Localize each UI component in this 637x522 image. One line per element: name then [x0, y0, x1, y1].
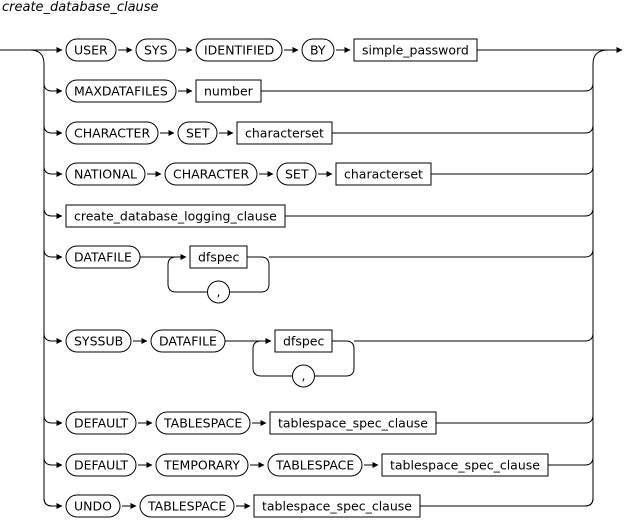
keyword-maxdatafiles-box [65, 79, 177, 103]
keyword-set-label: SET [186, 126, 210, 141]
param-dfspec-label: dfspec [283, 334, 324, 349]
keyword-default-label: DEFAULT [74, 416, 129, 431]
branch-out-5 [269, 248, 594, 258]
keyword-datafile-label: DATAFILE [159, 334, 217, 349]
keyword-maxdatafiles-label: MAXDATAFILES [74, 84, 168, 99]
keyword-identified-label: IDENTIFIED [204, 43, 274, 58]
branch-out-9 [420, 497, 594, 507]
keyword-syssub-box [65, 329, 132, 353]
keyword-sys-box [135, 38, 177, 62]
param-characterset-box [236, 121, 333, 145]
keyword-character-box [164, 162, 258, 186]
keyword-tablespace-label: TABLESPACE [275, 458, 354, 473]
param-number-label: number [204, 84, 254, 99]
separator-comma-box [292, 364, 315, 388]
keyword-character-label: CHARACTER [173, 167, 249, 182]
keyword-user-box [65, 38, 117, 62]
keyword-by-label: BY [310, 43, 326, 58]
param-simple-password-label: simple_password [362, 43, 469, 58]
loop-back-left [252, 340, 293, 377]
keyword-set-label: SET [285, 167, 309, 182]
param-create-database-logging-clause-label: create_database_logging_clause [74, 209, 277, 224]
separator-comma: , [302, 368, 306, 383]
branch-in-8 [43, 456, 63, 468]
loop-back-right [229, 256, 270, 293]
param-characterset-label: characterset [245, 126, 324, 141]
keyword-datafile-box [150, 329, 226, 353]
right-rail [584, 49, 609, 507]
param-tablespace-spec-clause-box [269, 411, 437, 435]
param-tablespace-spec-clause-label: tablespace_spec_clause [278, 416, 428, 431]
keyword-default-box [65, 411, 137, 435]
param-dfspec-box [189, 245, 248, 269]
param-dfspec-box [274, 329, 333, 353]
keyword-undo-label: UNDO [74, 499, 112, 514]
keyword-tablespace-box [139, 494, 235, 518]
branch-out-6 [354, 332, 594, 342]
branch-in-5 [43, 248, 63, 260]
branch-out-3 [431, 165, 594, 175]
branch-in-2 [43, 124, 63, 136]
param-tablespace-spec-clause-label: tablespace_spec_clause [390, 458, 540, 473]
separator-comma: , [217, 284, 221, 299]
keyword-national-box [65, 162, 146, 186]
branch-in-3 [43, 165, 63, 177]
param-simple-password-box [353, 38, 478, 62]
keyword-user-label: USER [74, 43, 108, 58]
keyword-tablespace-label: TABLESPACE [147, 499, 226, 514]
keyword-set-box [177, 121, 218, 145]
separator-comma-box [207, 280, 230, 304]
keyword-default-box [65, 453, 137, 477]
keyword-character-box [65, 121, 159, 145]
diagram-title: create_database_clause [2, 0, 159, 15]
param-number-box [195, 79, 262, 103]
keyword-syssub-label: SYSSUB [74, 334, 123, 349]
branch-in-6 [43, 332, 63, 344]
keyword-default-label: DEFAULT [74, 458, 129, 473]
keyword-temporary-label: TEMPORARY [163, 458, 240, 473]
param-characterset-box [335, 162, 432, 186]
branch-out-8 [548, 456, 594, 466]
branch-out-7 [436, 414, 594, 424]
keyword-set-box [276, 162, 317, 186]
branch-out-4 [285, 207, 594, 217]
branch-in-4 [43, 207, 63, 219]
rail-lines [0, 47, 623, 509]
keyword-tablespace-box [267, 453, 363, 477]
branch-in-9 [43, 497, 63, 509]
keyword-datafile-label: DATAFILE [74, 250, 132, 265]
param-dfspec-label: dfspec [198, 250, 239, 265]
loop-back-left [167, 256, 208, 293]
keyword-character-label: CHARACTER [74, 126, 150, 141]
diagram-nodes: USER SYS IDENTIFIED BY simple_passwordMAXDAT… [65, 38, 549, 518]
keyword-identified-box [195, 38, 283, 62]
keyword-by-box [301, 38, 335, 62]
keyword-sys-label: SYS [144, 43, 168, 58]
branch-out-1 [261, 82, 594, 92]
keyword-datafile-box [65, 245, 141, 269]
keyword-tablespace-label: TABLESPACE [163, 416, 242, 431]
param-tablespace-spec-clause-label: tablespace_spec_clause [262, 499, 412, 514]
left-rail [29, 49, 53, 507]
keyword-undo-box [65, 494, 121, 518]
keyword-temporary-box [155, 453, 249, 477]
keyword-tablespace-box [155, 411, 251, 435]
loop-back-right [314, 340, 355, 377]
branch-in-7 [43, 414, 63, 426]
param-create-database-logging-clause-box [65, 204, 286, 228]
branch-out-2 [332, 124, 594, 134]
param-tablespace-spec-clause-box [381, 453, 549, 477]
keyword-national-label: NATIONAL [74, 167, 137, 182]
param-tablespace-spec-clause-box [253, 494, 421, 518]
branch-in-1 [43, 82, 63, 94]
param-characterset-label: characterset [344, 167, 423, 182]
